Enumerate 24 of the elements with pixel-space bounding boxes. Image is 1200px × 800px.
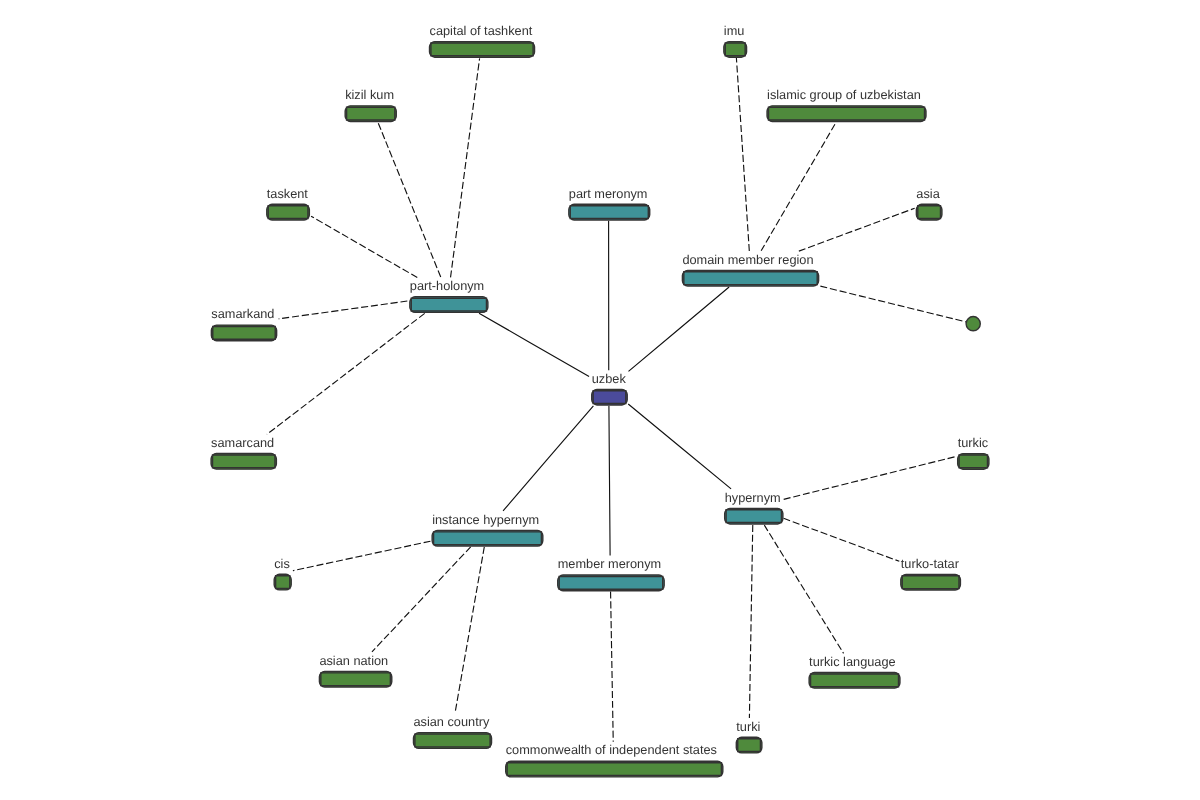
connector <box>278 300 408 320</box>
connector <box>478 312 590 378</box>
connector <box>627 403 732 490</box>
connector <box>377 121 442 278</box>
connector <box>798 207 916 252</box>
connector <box>627 286 730 372</box>
connector <box>292 540 431 572</box>
connector <box>735 57 750 252</box>
connector <box>763 524 845 654</box>
connector <box>454 546 485 714</box>
connector <box>310 215 418 279</box>
connector <box>783 517 900 562</box>
connector <box>610 590 614 743</box>
connector <box>502 405 594 512</box>
node-circle <box>965 315 981 332</box>
connector <box>819 285 967 323</box>
connector <box>371 546 472 653</box>
connector <box>783 456 957 500</box>
connector <box>266 312 426 435</box>
connector <box>748 524 754 719</box>
connector <box>449 57 481 278</box>
connector <box>608 220 610 371</box>
connector <box>608 405 611 557</box>
connector <box>760 121 837 252</box>
